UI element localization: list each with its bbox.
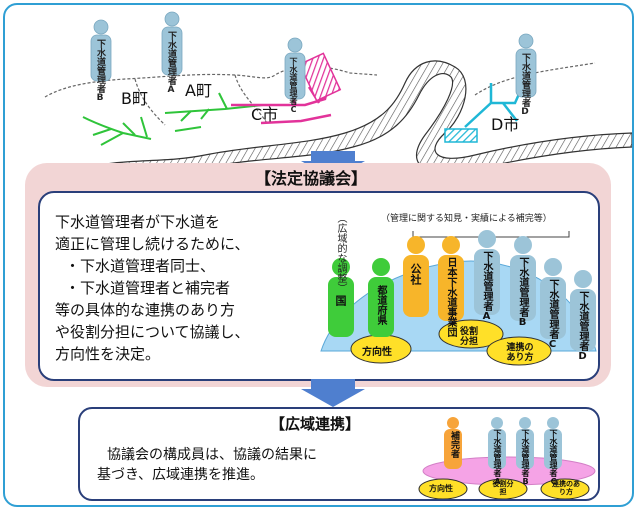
map-manager-a: 下水道管理者A (166, 31, 176, 95)
member-mgr-c: 下水道管理者C (547, 279, 558, 350)
sewer-pipes-a (164, 92, 264, 132)
boundary-line (234, 74, 268, 124)
member-pref: 都道府県 (375, 285, 386, 325)
river (77, 60, 632, 170)
council-line: ・下水道管理者同士、 (65, 257, 216, 275)
area-label-b-town: B町 (121, 89, 148, 108)
person-icon (444, 417, 462, 469)
person-icon (403, 236, 429, 317)
wide-oval-collab-label: 連携のあり方 (552, 480, 580, 496)
oval-collab (486, 336, 552, 366)
wide-title: 【広域連携】 (270, 415, 361, 433)
person-icon (515, 33, 537, 98)
down-arrow-icon (301, 379, 365, 407)
boundary-line (44, 65, 378, 98)
wide-member-mgr-c: 下水道管理者C (549, 429, 558, 486)
oval-role (478, 478, 528, 499)
member-mgr-d: 下水道管理者D (577, 291, 588, 362)
wide-description: 協議会の構成員は、協議の結果に 基づき、広域連携を推進。 (97, 445, 317, 485)
person-icon (284, 37, 306, 100)
member-kuni: 国 (334, 295, 347, 306)
person-icon (368, 258, 394, 337)
wide-member-mgr-b: 下水道管理者B (521, 429, 530, 486)
council-title: 【法定協議会】 (255, 169, 368, 188)
map-manager-d: 下水道管理者D (520, 53, 530, 117)
area-label-a-town: A町 (185, 81, 212, 100)
oval-role (438, 319, 504, 349)
treatment-plant-c (298, 52, 342, 102)
person-icon (161, 11, 183, 76)
council-line: ・下水道管理者と補完者 (65, 279, 231, 297)
wide-panel (78, 407, 600, 501)
wide-members-illustration (418, 417, 596, 499)
person-icon (474, 230, 500, 315)
treatment-plant-d (444, 128, 478, 143)
person-icon (540, 258, 566, 339)
wide-line: 協議会の構成員は、協議の結果に (107, 447, 317, 463)
person-icon (438, 236, 464, 321)
person-icon (488, 417, 506, 469)
council-line: 方向性を決定。 (55, 345, 161, 363)
wide-oval-role-label: 役割分担 (492, 480, 514, 496)
oval-role-label: 役割分担 (459, 327, 478, 347)
person-icon (516, 417, 534, 469)
council-description: 下水道管理者が下水道を 適正に管理し続けるために、 ・下水道管理者同士、 ・下水… (55, 211, 250, 365)
sewer-area-map (44, 11, 632, 170)
oval-collab (540, 478, 590, 499)
sewer-pipes-b (82, 116, 152, 146)
council-members-illustration (320, 230, 597, 366)
boundary-line (134, 78, 166, 126)
member-kosha: 公社 (409, 263, 422, 285)
person-icon (90, 19, 112, 82)
person-icon (570, 270, 596, 351)
area-label-d-city: D市 (491, 115, 520, 134)
wide-line: 基づき、広域連携を推進。 (97, 467, 265, 483)
oval-collab-label: 連携のあり方 (506, 343, 534, 363)
member-mgr-b: 下水道管理者B (517, 257, 528, 328)
person-icon (510, 236, 536, 321)
oval-direction (418, 478, 468, 499)
manager-figures-map (90, 11, 537, 100)
label-wide: （広域的な調整） (335, 213, 346, 293)
member-hokan: 補完者 (449, 431, 459, 458)
council-line: 下水道管理者が下水道を (55, 213, 221, 231)
member-mgr-a: 下水道管理者A (481, 251, 492, 322)
map-manager-c: 下水道管理者C (289, 57, 298, 114)
council-line: や役割分担について協議し、 (55, 323, 250, 341)
person-icon (328, 258, 354, 337)
council-line: 等の具体的な連携のあり方 (55, 301, 236, 319)
person-icon (544, 417, 562, 469)
wide-oval-direction-label: 方向性 (429, 484, 453, 493)
wide-member-mgr-a: 下水道管理者A (493, 429, 502, 486)
map-manager-b: 下水道管理者B (95, 39, 105, 103)
area-label-c-city: C市 (251, 105, 279, 124)
council-line: 適正に管理し続けるために、 (55, 235, 250, 253)
member-jswa: 日本下水道事業団 (445, 257, 456, 337)
label-support: （管理に関する知見・実績による補完等） (381, 214, 552, 224)
diagram-frame: 下水道管理者B 下水道管理者A 下水道管理者C 下水道管理者D B町 A町 C市… (3, 3, 634, 507)
oval-direction-label: 方向性 (362, 347, 392, 358)
